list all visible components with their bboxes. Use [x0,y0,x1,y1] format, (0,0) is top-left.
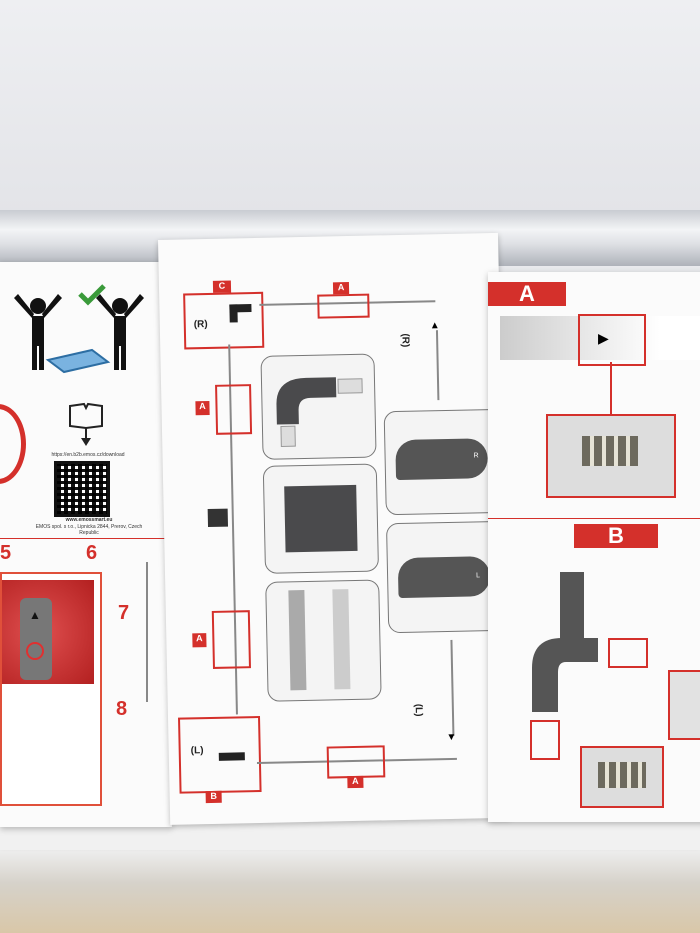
tag-a-bottom: A [347,775,364,789]
detail-highlight-b [608,638,648,668]
tag-b: B [205,790,222,804]
download-url: https://en.b2b.emos.cz/download [51,452,125,458]
left-marker: (L) [412,703,424,717]
connector-card [262,463,379,574]
up-arrow-icon: ▲ [29,608,41,622]
two-people-icon [14,284,144,374]
strip-join-card [265,579,382,702]
divider-right [488,518,700,519]
elbow-connector-card [260,353,377,460]
website-text: www.emossmart.eu [65,517,113,523]
tag-a-left-top: A [195,400,210,416]
detail-highlight-b-small [530,720,560,760]
joint-box-top [317,293,370,319]
lamp-box-icon [45,348,111,374]
detail-highlight-a: ▶ [578,314,646,366]
divider [0,538,172,539]
middle-manual-panel: (R) C A A A (L) B A (R) ▲ R [158,232,511,825]
callout-line-a [610,362,612,414]
step-8: 8 [116,698,128,720]
pins-icon-b [598,762,646,788]
card-letter-r: R [473,452,479,460]
tag-a-top: A [332,282,350,295]
joint-box-bottom [326,745,386,779]
manual-book-icon [69,402,103,446]
joint-box-left-top [215,384,253,435]
strip-end-photo [500,316,700,360]
checkmark-icon [78,284,106,306]
marker-r: (R) [193,318,208,331]
warning-circle-icon [0,404,26,484]
left-manual-panel: https://en.b2b.emos.cz/download www.emos… [0,262,172,827]
triangle-marker-icon: ▶ [598,330,609,346]
t-connector-icon [532,572,598,712]
right-marker: (R) [399,333,411,348]
joint-box-left-bottom [211,610,251,669]
card-letter-l: L [476,572,481,580]
strip-piece-right [332,589,351,690]
elbow-connector-icon [276,377,363,447]
connector-pins-photo-a [546,414,676,498]
background-wall [0,0,700,215]
step-5: 5 [0,542,12,564]
controller-icon [207,508,229,528]
wooden-surface [0,850,700,933]
side-photo-b [668,670,700,740]
right-end-card: R [383,408,504,516]
arrow-down-line [450,639,455,736]
pins-icon [582,436,638,466]
step-6: 6 [86,542,98,564]
corner-connector-box-top: (R) [183,291,265,350]
company-address: EMOS spol. s r.o., Lipnicka 2844, Prerov… [35,524,143,536]
arrow-down-icon: ▼ [446,731,457,744]
straight-connector-icon [284,484,358,553]
arrow-up-line [435,330,440,401]
step-7: 7 [118,602,130,624]
marker-l: (L) [190,745,204,757]
strip-piece-left [288,590,307,691]
corner-piece-bottom-icon [218,752,245,761]
connector-pins-photo-b [580,746,664,808]
section-b-header: B [574,524,658,548]
power-button-highlight [26,642,44,660]
corner-connector-box-bottom: (L) [178,715,262,794]
arrow-up-icon: ▲ [429,320,440,332]
remote-photo: ▲ [2,580,94,684]
tag-c: C [212,280,232,293]
strip-line [146,562,148,702]
tag-a-left-bottom: A [192,633,207,648]
qr-code[interactable] [54,461,110,517]
section-a-header: A [488,282,566,306]
remote-control: ▲ [20,598,52,680]
right-manual-panel: A ▶ B [488,272,700,822]
remote-photo-frame: ▲ [0,572,102,806]
